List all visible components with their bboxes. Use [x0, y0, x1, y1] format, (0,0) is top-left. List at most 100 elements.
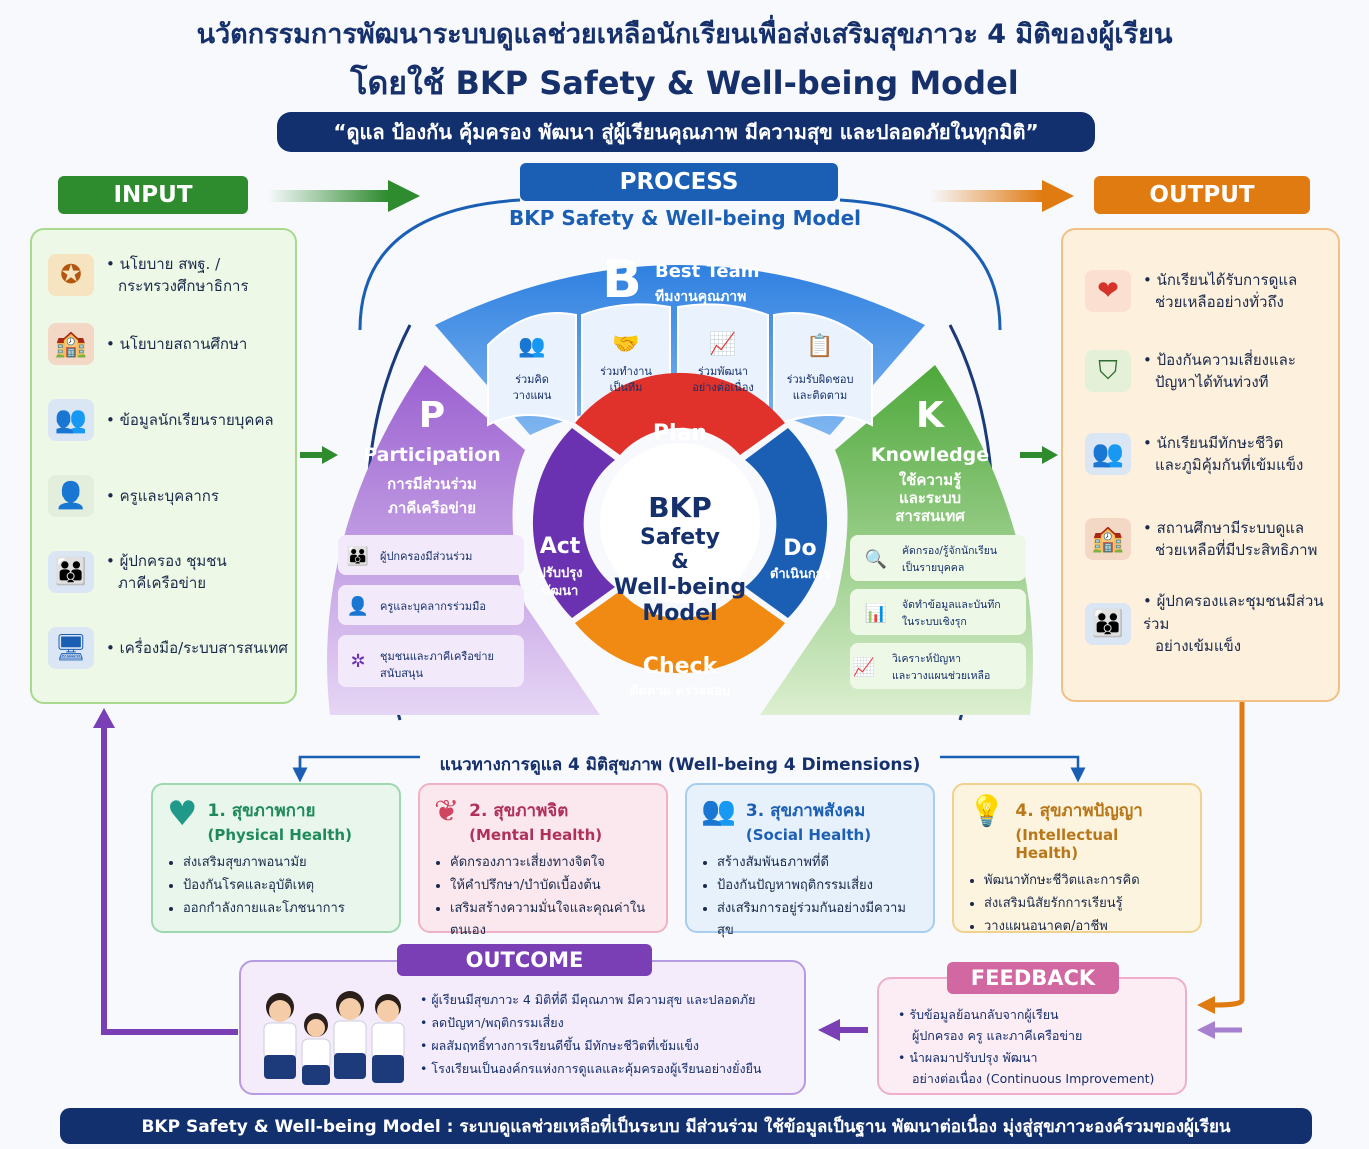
input-flow-arrow [268, 190, 388, 202]
b-subtitle: ทีมงานคุณภาพ [655, 289, 746, 305]
dimension-physical: ♥ 1. สุขภาพกาย(Physical Health) ส่งเสริม… [151, 783, 401, 933]
svg-text:ร่วมรับผิดชอบ: ร่วมรับผิดชอบ [787, 373, 854, 386]
check-segment [575, 591, 785, 674]
shield-icon: ⛉ [1085, 350, 1131, 392]
svg-text:และวางแผนช่วยเหลือ: และวางแผนช่วยเหลือ [892, 669, 990, 682]
clipboard-icon: 📋 [806, 333, 833, 359]
community-icon: 👪 [1085, 603, 1131, 645]
svg-text:เป็นรายบุคคล: เป็นรายบุคคล [902, 560, 964, 574]
output-panel: ❤ นักเรียนได้รับการดูแลช่วยเหลืออย่างทั่… [1061, 228, 1340, 702]
check-label: Check [643, 654, 719, 679]
output-item: 👥 นักเรียนมีทักษะชีวิตและภูมิคุ้มกันที่เ… [1085, 412, 1338, 496]
brain-heart-icon: ❦ [434, 794, 460, 829]
parents-icon: 👪 [347, 545, 369, 567]
do-segment [745, 428, 828, 618]
check-th-label: ติดตาม ตรวจสอบ [630, 684, 730, 699]
output-item: ❤ นักเรียนได้รับการดูแลช่วยเหลืออย่างทั่… [1085, 252, 1338, 330]
svg-text:ร่วมทำงาน: ร่วมทำงาน [600, 365, 652, 378]
center-wellbeing: Well-being [614, 575, 746, 600]
feedback-panel [877, 977, 1187, 1095]
dimension-social: 👥 3. สุขภาพสังคม(Social Health) สร้างสัม… [685, 783, 935, 938]
output-item: 👪 ผู้ปกครองและชุมชนมีส่วนร่วมอย่างเข้มแข… [1085, 582, 1338, 666]
svg-text:อย่างต่อเนื่อง: อย่างต่อเนื่อง [692, 379, 754, 394]
center-bkp: BKP [648, 491, 712, 524]
process-diagram: Plan วางแผน Do ดำเนินการ Check ติดตาม ตร… [327, 250, 1033, 715]
plan-th-label: วางแผน [657, 451, 703, 466]
b-title: Best Team [655, 261, 760, 282]
svg-text:วางแผน: วางแผน [513, 389, 552, 402]
school-icon: 🏫 [1085, 518, 1131, 560]
emblem-icon: ✪ [48, 254, 94, 296]
svg-text:ครูและบุคลากรร่วมมือ: ครูและบุคลากรร่วมมือ [380, 600, 486, 613]
computer-icon: 🖥 [48, 627, 94, 669]
network-icon: ✲ [350, 651, 365, 672]
analysis-icon: 📈 [853, 656, 875, 678]
school-icon: 🏫 [48, 323, 94, 365]
people-icon: 👥 [701, 794, 736, 827]
svg-text:ในระบบเชิงรุก: ในระบบเชิงรุก [902, 615, 967, 628]
feedback-header: FEEDBACK [947, 962, 1119, 994]
p-sub2: ภาคีเครือข่าย [388, 499, 476, 517]
output-header: OUTPUT [1094, 176, 1310, 214]
act-label: Act [540, 534, 581, 559]
svg-text:สนับสนุน: สนับสนุน [380, 667, 423, 680]
output-flow-arrow [930, 190, 1042, 202]
footer-banner: BKP Safety & Well-being Model : ระบบดูแล… [60, 1108, 1312, 1144]
p-title: Participation [363, 444, 501, 466]
dimension-intellectual: 💡 4. สุขภาพปัญญา(Intellectual Health) พั… [952, 783, 1202, 934]
students-icon: 👥 [1085, 433, 1131, 475]
process-subtitle: BKP Safety & Well-being Model [508, 206, 862, 230]
heartbeat-icon: ♥ [167, 794, 198, 834]
outcome-header: OUTCOME [397, 944, 652, 976]
svg-text:ชุมชนและภาคีเครือข่าย: ชุมชนและภาคีเครือข่าย [380, 650, 494, 663]
k-sub2: และระบบ [899, 489, 961, 507]
svg-text:ร่วมพัฒนา: ร่วมพัฒนา [698, 365, 748, 378]
input-item: 🖥 เครื่องมือ/ระบบสารสนเทศ [48, 610, 295, 686]
team-think-icon: 👥 [518, 334, 545, 359]
lightbulb-icon: 💡 [968, 794, 1006, 829]
p-letter: P [419, 395, 445, 436]
data-board-icon: 📊 [865, 602, 887, 624]
family-icon: 👪 [48, 551, 94, 593]
pdca-cycle [532, 372, 828, 674]
do-label: Do [783, 536, 816, 561]
svg-text:และติดตาม: และติดตาม [793, 389, 848, 402]
center-safety: Safety [640, 525, 720, 550]
growth-chart-icon: 📈 [709, 331, 736, 357]
process-header: PROCESS [520, 163, 838, 201]
center-model: Model [642, 601, 717, 626]
subtitle-model: โดยใช้ BKP Safety & Well-being Model [350, 64, 1019, 102]
act-th-label-2: พัฒนา [542, 584, 579, 599]
input-item: ✪ นโยบาย สพฐ. /กระทรวงศึกษาธิการ [48, 244, 295, 306]
k-title: Knowledge [871, 444, 989, 466]
svg-text:ผู้ปกครองมีส่วนร่วม: ผู้ปกครองมีส่วนร่วม [380, 550, 472, 563]
k-sub3: สารสนเทศ [895, 507, 965, 525]
b-letter: B [602, 250, 642, 310]
wellbeing-title: แนวทางการดูแล 4 มิติสุขภาพ (Well-being 4… [420, 751, 940, 778]
plan-label: Plan [653, 421, 707, 446]
act-th-label-1: ปรับปรุง [537, 566, 582, 581]
plan-segment [575, 372, 785, 455]
k-sub1: ใช้ความรู้ [899, 471, 962, 490]
svg-text:คัดกรอง/รู้จักนักเรียน: คัดกรอง/รู้จักนักเรียน [902, 544, 997, 557]
feedback-list: รับข้อมูลย้อนกลับจากผู้เรียน ผู้ปกครอง ค… [898, 1004, 1183, 1089]
input-item: 👥 ข้อมูลนักเรียนรายบุคคล [48, 382, 295, 458]
teacher-icon: 👤 [347, 595, 369, 617]
svg-text:เป็นทีม: เป็นทีม [610, 380, 643, 394]
svg-text:ร่วมคิด: ร่วมคิด [515, 373, 549, 386]
students-illustration [263, 991, 405, 1085]
main-title: นวัตกรรมการพัฒนาระบบดูแลช่วยเหลือนักเรีย… [196, 19, 1173, 50]
svg-text:จัดทำข้อมูลและบันทึก: จัดทำข้อมูลและบันทึก [902, 599, 1001, 611]
output-item: 🏫 สถานศึกษามีระบบดูแลช่วยเหลือที่มีประสิ… [1085, 496, 1338, 582]
act-segment [532, 428, 615, 618]
handshake-icon: 🤝 [612, 332, 639, 357]
input-panel: ✪ นโยบาย สพฐ. /กระทรวงศึกษาธิการ 🏫 นโยบา… [30, 228, 297, 704]
center-amp: & [671, 549, 688, 573]
student-data-icon: 👥 [48, 399, 94, 441]
dimension-mental: ❦ 2. สุขภาพจิต(Mental Health) คัดกรองภาว… [418, 783, 668, 938]
p-sub1: การมีส่วนร่วม [387, 475, 477, 493]
teacher-icon: 👤 [48, 475, 94, 517]
input-item: 🏫 นโยบายสถานศึกษา [48, 306, 295, 382]
outcome-list: ผู้เรียนมีสุขภาวะ 4 มิติที่ดี มีคุณภาพ ม… [420, 988, 800, 1081]
